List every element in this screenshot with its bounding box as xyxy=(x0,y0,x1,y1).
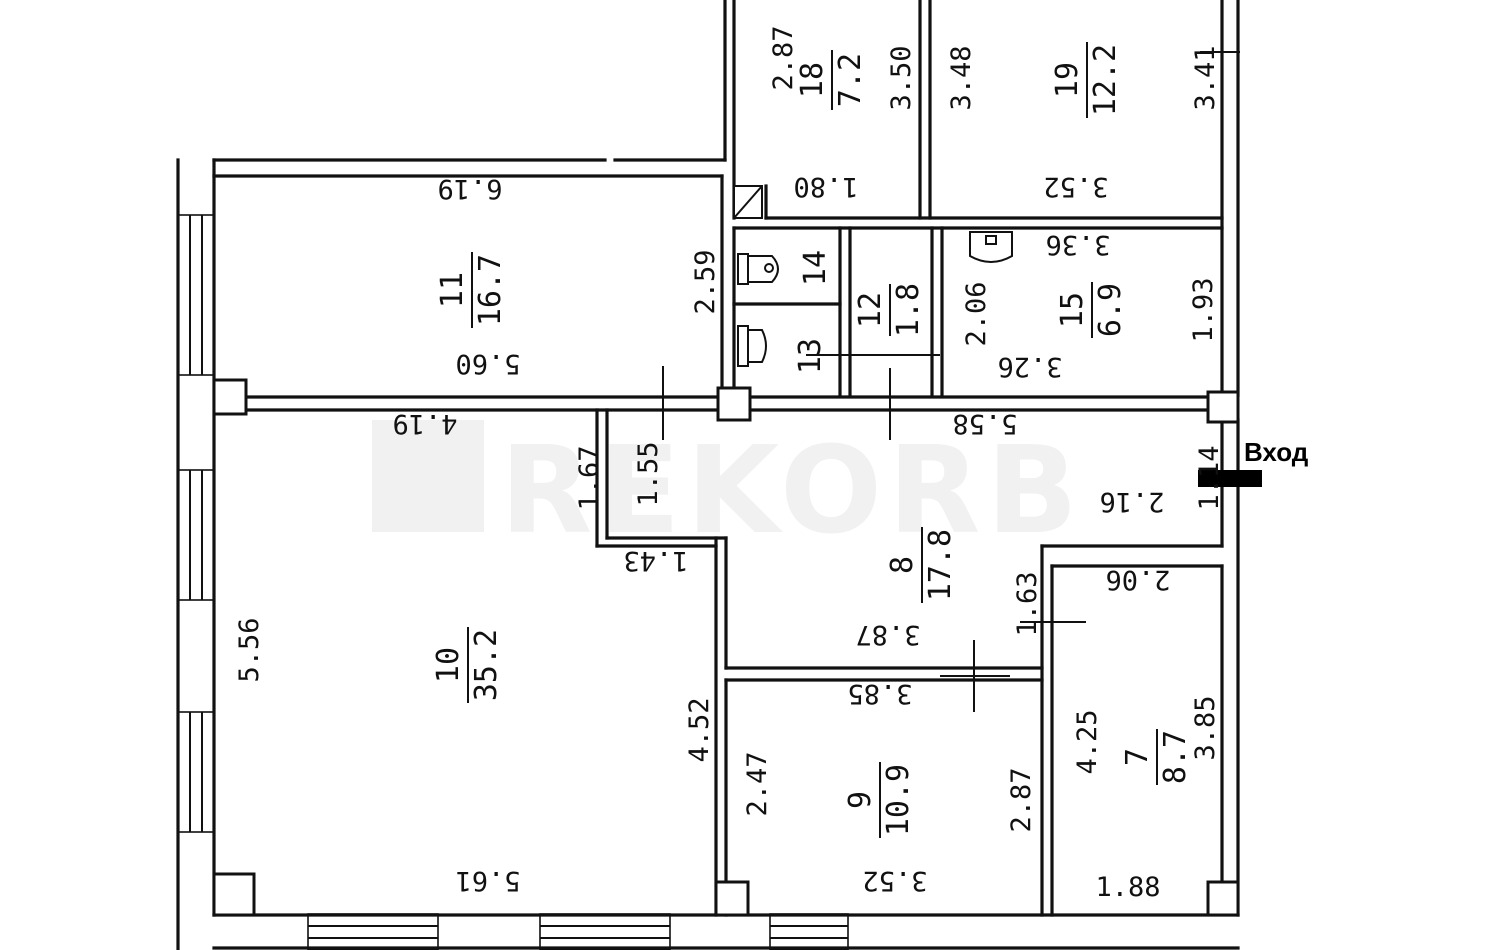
dim-3-41: 3.41 xyxy=(1190,45,1221,110)
svg-text:6.9: 6.9 xyxy=(1093,283,1128,337)
dim-5-61: 5.61 xyxy=(455,865,520,896)
dim-1-93: 1.93 xyxy=(1188,277,1219,342)
dimension-ticks xyxy=(662,51,1240,712)
svg-text:17.8: 17.8 xyxy=(923,529,958,601)
svg-text:11: 11 xyxy=(435,272,470,308)
svg-text:18: 18 xyxy=(795,62,830,98)
dim-3-85-r9: 3.85 xyxy=(847,678,912,709)
dim-2-87-r9: 2.87 xyxy=(1006,767,1037,832)
room-7-label: 7 8.7 xyxy=(1120,729,1193,785)
dim-3-52-top: 3.52 xyxy=(1043,171,1108,202)
dim-5-60: 5.60 xyxy=(455,348,520,379)
watermark: REKORB xyxy=(372,420,1078,561)
svg-text:12.2: 12.2 xyxy=(1088,44,1123,116)
svg-text:9: 9 xyxy=(843,791,878,809)
dimension-labels: 2.87 3.50 3.48 3.41 2.59 2.06 1.93 1.67 … xyxy=(234,25,1225,903)
room-14-label: 14 xyxy=(798,250,833,286)
dim-3-85-r7: 3.85 xyxy=(1190,695,1221,760)
svg-text:10: 10 xyxy=(431,647,466,683)
room-8-label: 8 17.8 xyxy=(885,527,958,603)
room-13-label: 13 xyxy=(793,338,828,374)
svg-text:35.2: 35.2 xyxy=(469,629,504,701)
fixtures xyxy=(737,231,1013,367)
svg-text:16.7: 16.7 xyxy=(473,254,508,326)
entrance-marker: Вход xyxy=(1198,437,1309,487)
svg-text:15: 15 xyxy=(1055,292,1090,328)
room-10-label: 10 35.2 xyxy=(431,627,504,703)
room-labels: 18 7.2 19 12.2 11 16.7 14 13 12 1.8 15 xyxy=(431,42,1193,838)
dim-6-19: 6.19 xyxy=(437,173,502,204)
dim-2-16: 2.16 xyxy=(1099,486,1164,517)
dim-3-36: 3.36 xyxy=(1045,229,1110,260)
dim-2-87: 2.87 xyxy=(768,25,799,90)
dim-2-47: 2.47 xyxy=(742,751,773,816)
dim-1-55: 1.55 xyxy=(633,441,664,506)
dim-3-26: 3.26 xyxy=(997,351,1062,382)
svg-text:14: 14 xyxy=(798,250,833,286)
svg-text:19: 19 xyxy=(1050,62,1085,98)
toilet-icon xyxy=(737,253,779,285)
dim-3-50: 3.50 xyxy=(886,45,917,110)
svg-text:12: 12 xyxy=(853,292,888,328)
dim-4-52: 4.52 xyxy=(684,697,715,762)
dim-3-52-r9: 3.52 xyxy=(862,865,927,896)
dim-1-43: 1.43 xyxy=(623,545,688,576)
svg-text:1.8: 1.8 xyxy=(891,283,926,337)
dim-3-48: 3.48 xyxy=(946,45,977,110)
svg-text:13: 13 xyxy=(793,338,828,374)
columns xyxy=(212,378,1240,917)
room-19-label: 19 12.2 xyxy=(1050,42,1123,118)
left-windows xyxy=(177,214,215,833)
bottom-windows xyxy=(307,913,849,950)
room-9-label: 9 10.9 xyxy=(843,762,916,838)
sink-icon xyxy=(737,325,767,367)
entrance-label: Вход xyxy=(1244,437,1309,467)
dim-3-87: 3.87 xyxy=(855,619,920,650)
svg-text:8: 8 xyxy=(885,556,920,574)
dim-1-14: 1.14 xyxy=(1194,445,1225,510)
dim-1-67: 1.67 xyxy=(574,445,605,510)
dim-4-25: 4.25 xyxy=(1072,709,1103,774)
washbasin-icon xyxy=(969,231,1013,263)
room-12-label: 12 1.8 xyxy=(853,283,926,337)
dim-4-19: 4.19 xyxy=(392,408,457,439)
dim-2-06-r15: 2.06 xyxy=(961,281,992,346)
dim-1-88: 1.88 xyxy=(1095,872,1160,903)
svg-text:10.9: 10.9 xyxy=(881,764,916,836)
dim-2-06-r7: 2.06 xyxy=(1105,564,1170,595)
dim-2-59: 2.59 xyxy=(690,249,721,314)
svg-text:7.2: 7.2 xyxy=(833,53,868,107)
dim-1-80: 1.80 xyxy=(793,171,858,202)
svg-text:7: 7 xyxy=(1120,748,1155,766)
svg-text:8.7: 8.7 xyxy=(1158,730,1193,784)
dim-1-63: 1.63 xyxy=(1012,571,1043,636)
room-18-label: 18 7.2 xyxy=(795,50,868,110)
room-15-label: 15 6.9 xyxy=(1055,282,1128,338)
room-11-label: 11 16.7 xyxy=(435,252,508,328)
dim-5-58: 5.58 xyxy=(952,408,1017,439)
dim-5-56: 5.56 xyxy=(234,617,265,682)
